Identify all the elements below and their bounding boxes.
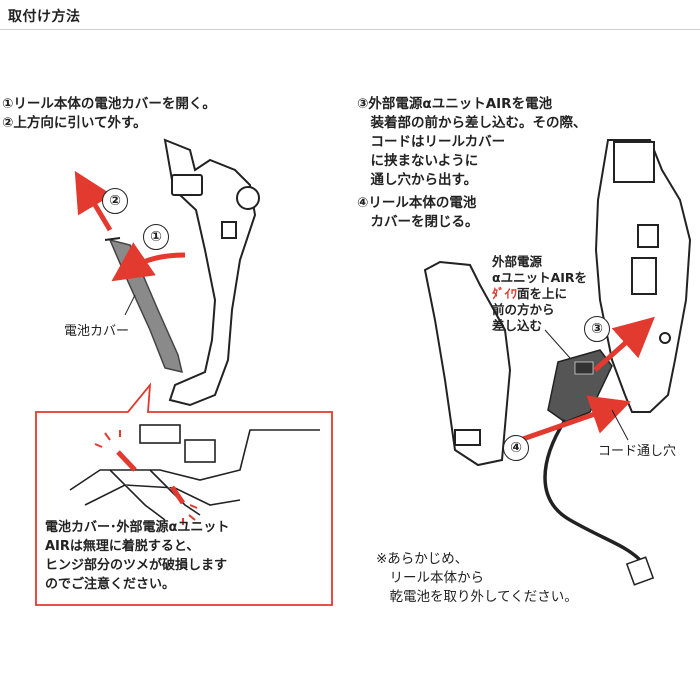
- inset-line-1: 外部電源: [492, 254, 543, 269]
- inset-line-3: ﾀﾞｲﾜ面を上に: [492, 286, 587, 302]
- right-step-1: ③外部電源αユニットAIRを電池: [357, 96, 553, 112]
- header-divider: [0, 29, 700, 30]
- marker-3: ③: [584, 316, 610, 342]
- note-line-2: リール本体から: [376, 570, 484, 586]
- warning-line-2: AIRは無理に着脱すると、: [45, 539, 200, 554]
- section-title: 取付け方法: [8, 9, 81, 25]
- pull-arrow: [74, 170, 113, 232]
- warning-line-1: 電池カバー･外部電源αユニット: [45, 520, 230, 535]
- right-step-2: 装着部の前から差し込む。その際、: [357, 115, 587, 131]
- right-step-3: コードはリールカバー: [357, 134, 506, 150]
- right-step-5: 通し穴から出す。: [357, 172, 478, 188]
- marker-1: ①: [143, 224, 169, 250]
- marker-2: ②: [102, 188, 128, 214]
- inset-line-3-text: 面を上に: [517, 286, 568, 301]
- inset-line-5: 差し込む: [492, 318, 543, 333]
- left-step-2: ②上方向に引いて外す。: [2, 115, 147, 131]
- open-arrow: [111, 242, 186, 282]
- insert-arrow: [593, 316, 655, 372]
- left-step-1: ①リール本体の電池カバーを開く。: [2, 96, 216, 112]
- cover-label: 電池カバー: [64, 324, 130, 339]
- usb-cord: [543, 419, 647, 573]
- cord-hole-label: コード通し穴: [598, 444, 677, 459]
- note-line-3: 乾電池を取り外してください。: [376, 589, 578, 605]
- inset-line-4: 前の方から: [492, 302, 555, 317]
- brand-logo-mark: ﾀﾞｲﾜ: [492, 286, 518, 301]
- warning-line-3: ヒンジ部分のツメが破損します: [45, 558, 228, 573]
- usb-plug: [625, 556, 655, 586]
- right-step-7: カバーを閉じる。: [357, 214, 479, 230]
- right-step-6: ④リール本体の電池: [357, 195, 477, 211]
- note-line-1: ※あらかじめ、: [376, 551, 469, 567]
- reel-body-left: [163, 138, 260, 407]
- right-step-4: に挟まないように: [357, 153, 479, 169]
- inset-line-2: αユニットAIRを: [492, 270, 588, 285]
- battery-cover-right: [423, 260, 512, 467]
- inset-instruction: 外部電源 αユニットAIRを ﾀﾞｲﾜ面を上に 前の方から 差し込む: [492, 254, 587, 334]
- warning-line-4: のでご注意ください。: [45, 577, 176, 592]
- close-arrow: [519, 395, 631, 443]
- marker-4: ④: [503, 435, 529, 461]
- warning-callout: [35, 382, 333, 606]
- section-header: 取付け方法: [0, 0, 700, 30]
